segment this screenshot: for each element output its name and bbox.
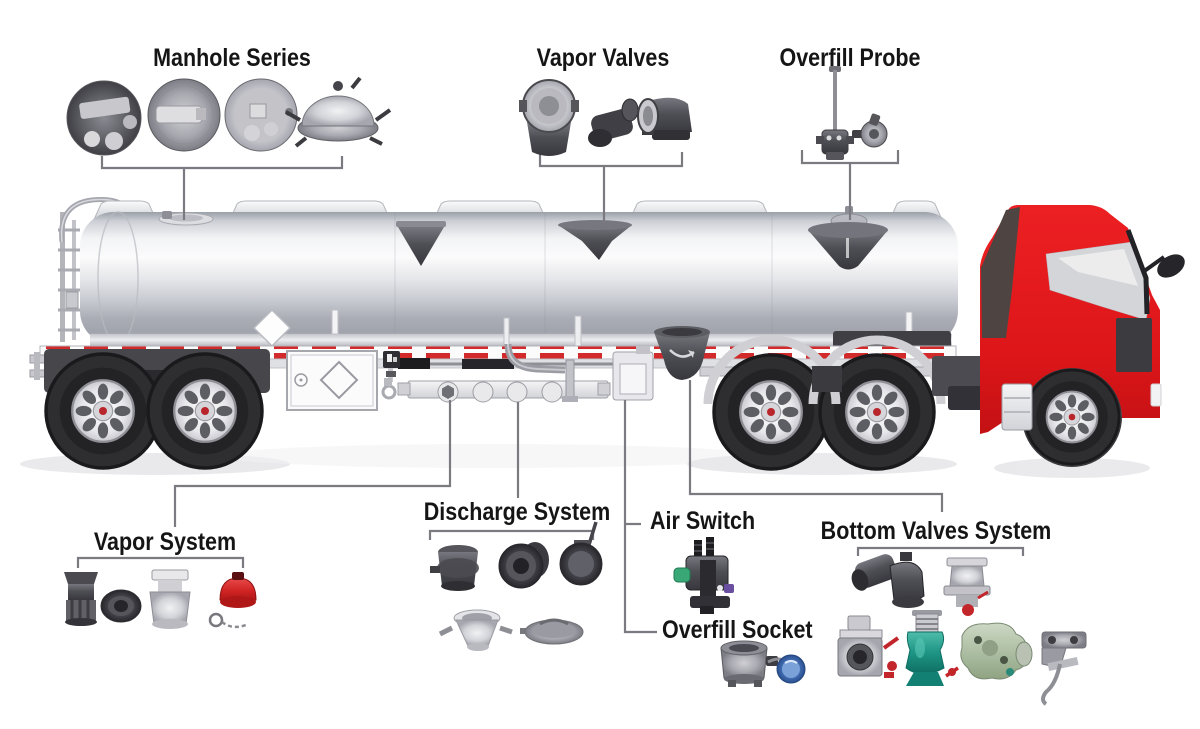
mirror-arm: [1141, 255, 1166, 274]
manhole-flange: [158, 211, 214, 226]
discharge-part-1: [430, 545, 479, 591]
landing-gear-leg: [562, 359, 578, 402]
bottom-valve-part-1: [851, 552, 925, 608]
air-switch-housing: [612, 346, 654, 401]
label-bottom-valves-system: Bottom Valves System: [820, 517, 1052, 545]
truck-cab-unit: [932, 205, 1185, 467]
bottom-valve-part-3: [837, 615, 900, 678]
overfill-probe-parts: [816, 66, 888, 160]
vapor-sys-part-4: [208, 572, 257, 629]
discharge-part-2: [498, 542, 549, 589]
connector-manhole-series: [100, 156, 344, 220]
vapor-valve-part-3: [637, 97, 692, 140]
label-overfill-probe: Overfill Probe: [779, 44, 921, 72]
vapor-sys-part-1: [64, 572, 98, 626]
probe-part-2: [852, 113, 888, 148]
bottom-valve-part-2: [943, 557, 991, 616]
label-vapor-system: Vapor System: [93, 528, 237, 556]
manhole-part-4: [285, 76, 392, 148]
vapor-system-parts: [64, 569, 257, 629]
overfill-probe-cone: [808, 206, 888, 270]
bottom-valve-part-6: [1041, 631, 1087, 706]
cab-step: [1001, 383, 1033, 431]
connector-vapor-valves: [538, 152, 684, 223]
a-pillar: [1125, 229, 1150, 315]
discharge-part-3: [559, 521, 603, 586]
bottom-valve-part-4: [905, 610, 945, 686]
truck-cab: [980, 205, 1185, 434]
label-discharge-system: Discharge System: [423, 498, 611, 526]
bottom-valve-funnel: [654, 326, 710, 380]
vent-funnel-small: [396, 221, 446, 266]
air-switch-part: [673, 537, 734, 614]
connector-air-switch-socket: [623, 400, 657, 634]
fire-extinguisher-box: [381, 351, 400, 400]
discharge-manifold: [388, 343, 620, 403]
discharge-part-5: [520, 618, 584, 645]
label-manhole-series: Manhole Series: [153, 44, 311, 72]
front-wheel: [1023, 368, 1121, 466]
label-vapor-valves: Vapor Valves: [536, 44, 670, 72]
manhole-part-3: [224, 78, 298, 152]
manhole-series-parts: [66, 76, 392, 156]
vapor-sys-part-2: [100, 589, 142, 623]
connector-bottom-valves: [688, 380, 944, 512]
bracket-discharge-system: [428, 529, 595, 540]
door-panel: [1116, 318, 1152, 372]
probe-part-1: [816, 66, 854, 160]
equipment-cabinet: [286, 350, 378, 411]
front-marker: [1150, 383, 1162, 407]
vapor-valves-parts: [519, 79, 692, 156]
label-overfill-socket: Overfill Socket: [662, 616, 813, 644]
tank-body: [80, 211, 958, 346]
connector-overfill-probe: [800, 150, 900, 220]
manhole-part-2: [147, 78, 221, 152]
cab-mirror: [1157, 254, 1185, 278]
callout-lines: [76, 150, 1025, 634]
discharge-system-parts: [430, 521, 603, 651]
bottom-valve-part-5: [945, 622, 1033, 680]
vapor-vent-funnel: [558, 220, 632, 260]
bracket-bottom-valves: [856, 546, 1025, 556]
vapor-valve-part-1: [519, 79, 579, 156]
vapor-sys-part-3: [149, 569, 191, 629]
bottom-valves-parts: [837, 552, 1087, 706]
overfill-socket-part: [720, 640, 806, 687]
vapor-valve-part-2: [588, 98, 639, 147]
manhole-part-1: [66, 80, 142, 156]
tank-trailer: [29, 197, 958, 471]
bracket-vapor-system: [76, 556, 245, 568]
label-air-switch: Air Switch: [650, 507, 756, 535]
discharge-part-4: [438, 609, 513, 651]
connector-vapor-system: [173, 400, 452, 527]
rear-wheels: [44, 349, 270, 470]
